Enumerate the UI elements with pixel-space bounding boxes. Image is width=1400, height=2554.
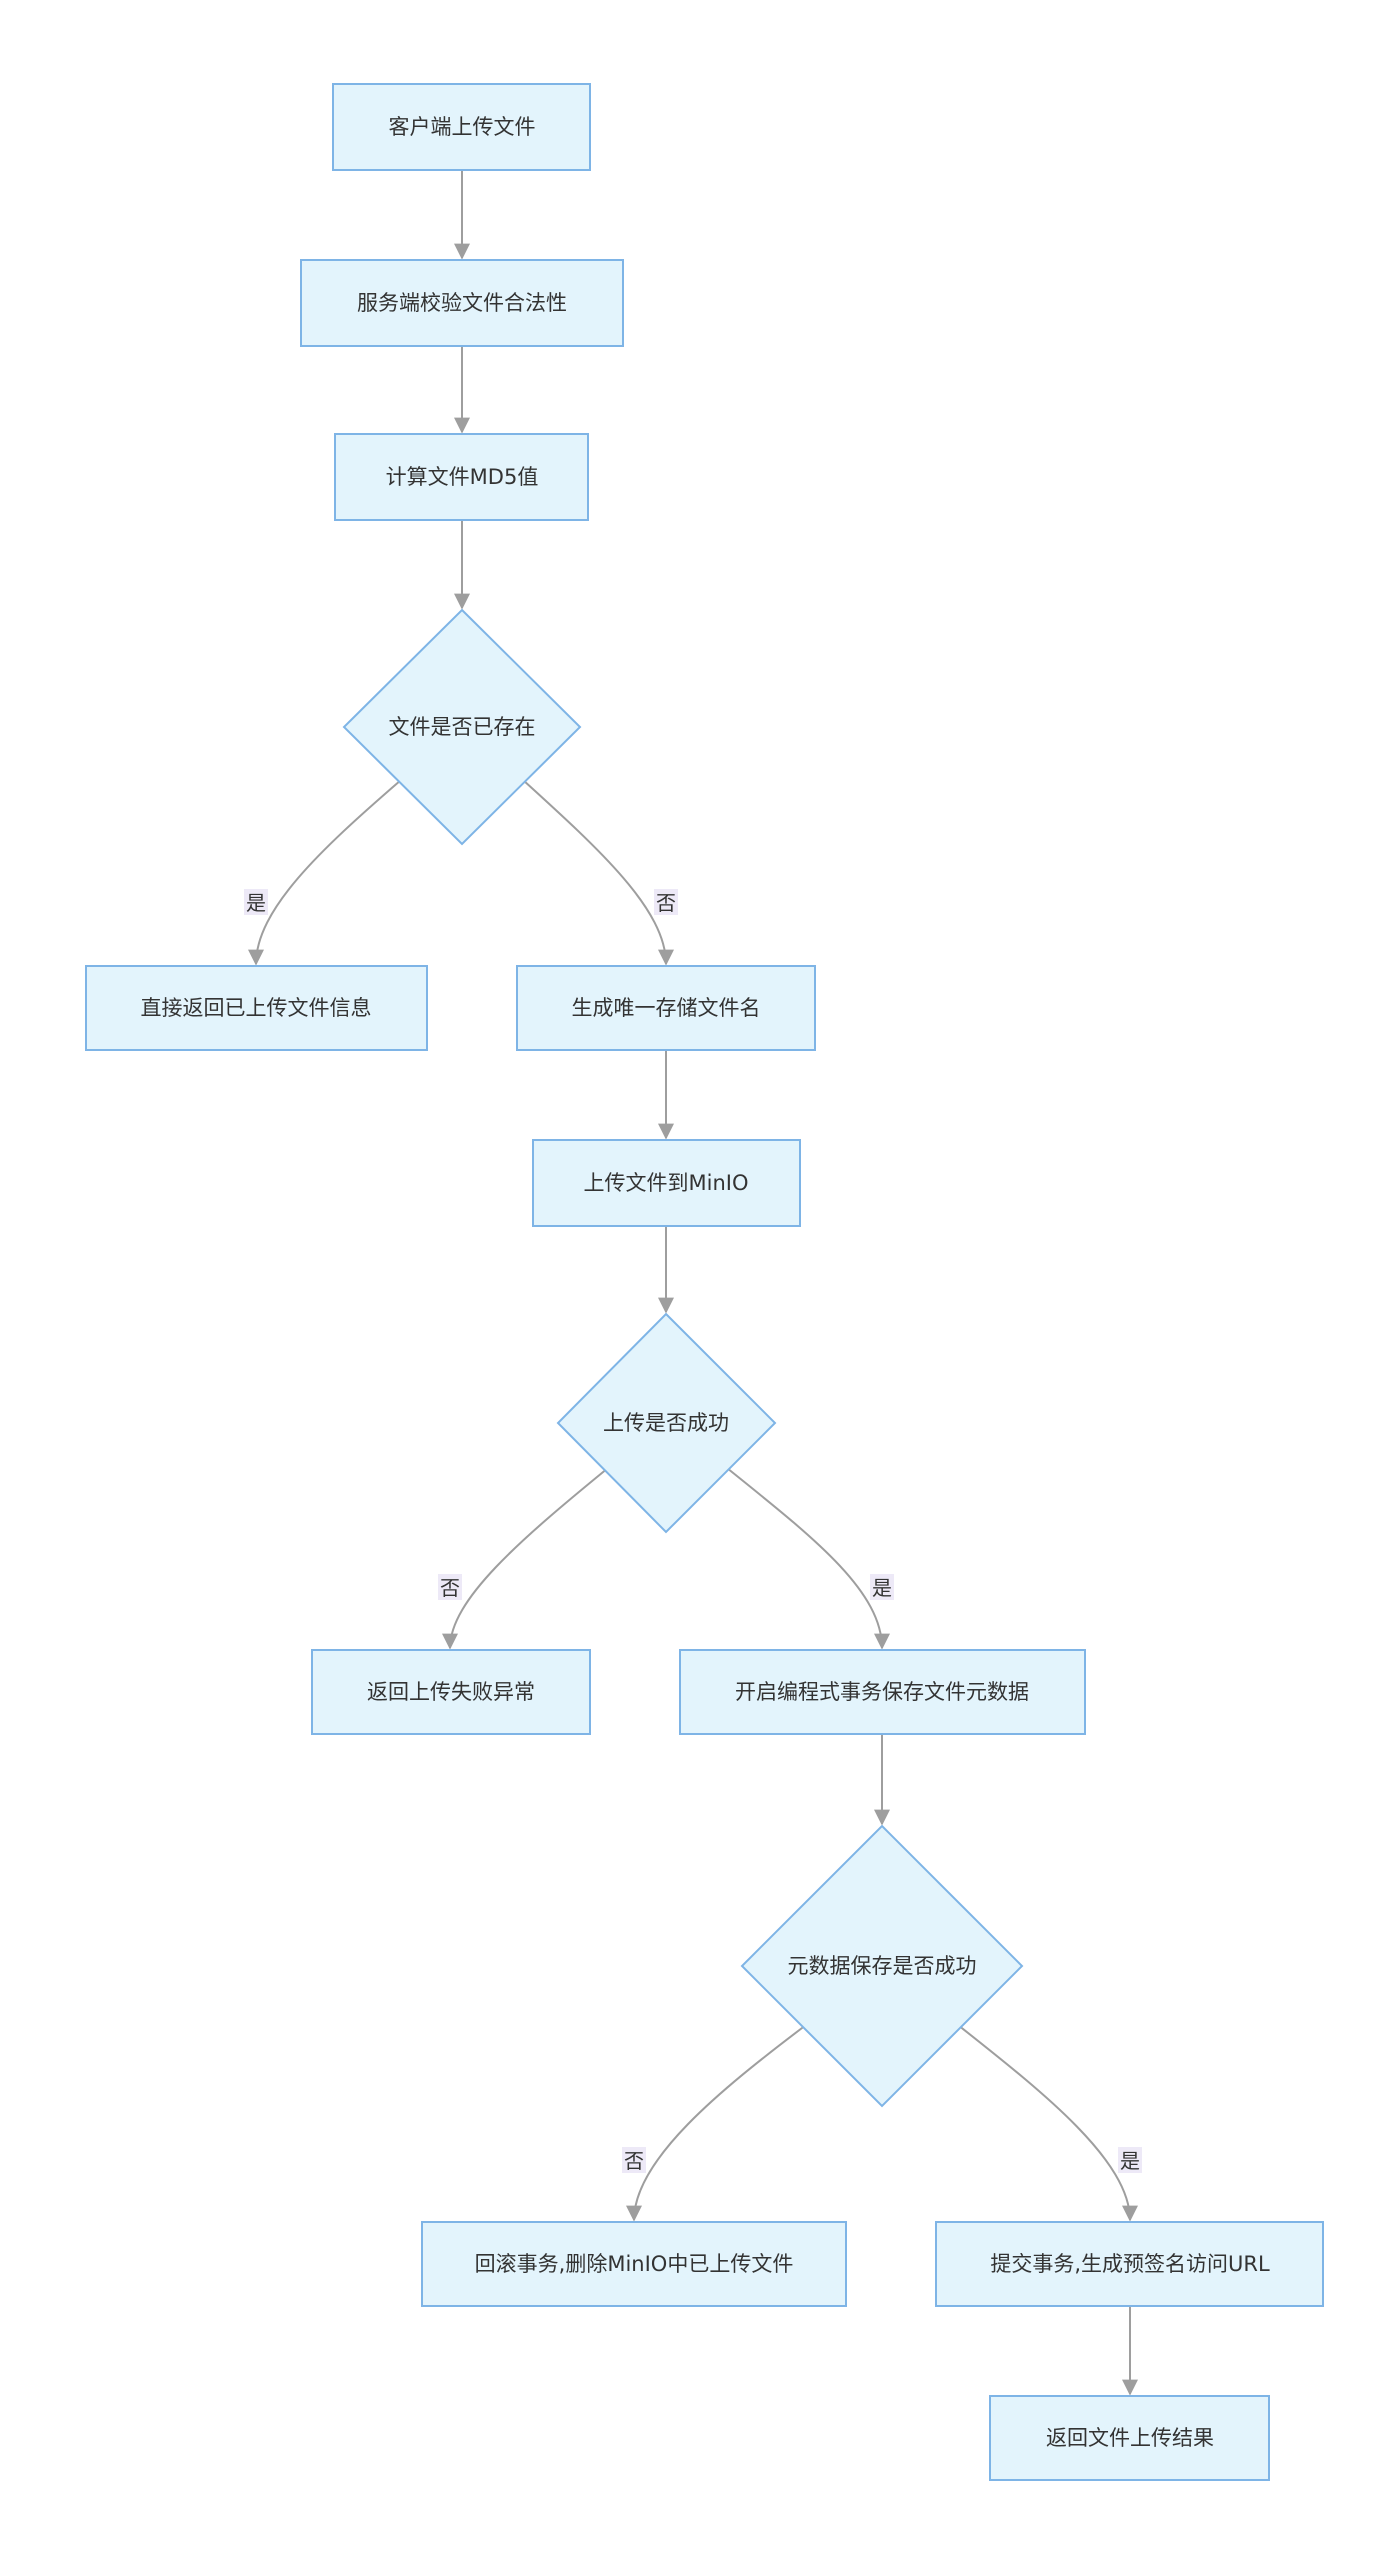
- edge-meta-no: [626, 2024, 807, 2222]
- node-compute-md5: 计算文件MD5值: [334, 433, 589, 521]
- svg-text:计算文件MD5值: 计算文件MD5值: [386, 465, 539, 489]
- svg-text:上传文件到MinIO: 上传文件到MinIO: [584, 1171, 749, 1195]
- svg-text:回滚事务,删除MinIO中已上传文件: 回滚事务,删除MinIO中已上传文件: [475, 2252, 794, 2276]
- decision-upload-success: 上传是否成功: [556, 1312, 777, 1534]
- node-return-existing: 直接返回已上传文件信息: [85, 965, 428, 1051]
- decision-meta-success: 元数据保存是否成功: [740, 1824, 1024, 2108]
- node-return-result: 返回文件上传结果: [989, 2395, 1270, 2481]
- svg-text:客户端上传文件: 客户端上传文件: [389, 115, 536, 139]
- edge-label-meta-yes: 是: [1118, 2147, 1142, 2173]
- svg-text:服务端校验文件合法性: 服务端校验文件合法性: [357, 291, 567, 315]
- svg-text:是: 是: [872, 1576, 892, 1600]
- edges: [248, 170, 1138, 2396]
- edge-label-upload-no: 否: [438, 1574, 462, 1600]
- svg-text:生成唯一存储文件名: 生成唯一存储文件名: [572, 996, 761, 1020]
- nodes: 客户端上传文件 服务端校验文件合法性 计算文件MD5值 文件是否已存在 直接返回…: [85, 83, 1324, 2481]
- edge-exists-yes: [248, 779, 402, 966]
- node-commit: 提交事务,生成预签名访问URL: [935, 2221, 1324, 2307]
- svg-text:提交事务,生成预签名访问URL: 提交事务,生成预签名访问URL: [990, 2252, 1270, 2276]
- edge-label-meta-no: 否: [622, 2147, 646, 2173]
- svg-text:否: 否: [440, 1576, 460, 1600]
- edge-label-upload-yes: 是: [870, 1574, 894, 1600]
- svg-text:上传是否成功: 上传是否成功: [603, 1411, 729, 1435]
- edge-upload-no: [442, 1467, 609, 1650]
- svg-text:开启编程式事务保存文件元数据: 开启编程式事务保存文件元数据: [735, 1680, 1029, 1704]
- svg-text:元数据保存是否成功: 元数据保存是否成功: [788, 1954, 977, 1978]
- edge-label-exists-yes: 是: [244, 889, 268, 915]
- edge-meta-yes: [957, 2024, 1138, 2222]
- node-server-validate: 服务端校验文件合法性: [300, 259, 624, 347]
- edge-label-exists-no: 否: [654, 889, 678, 915]
- svg-text:文件是否已存在: 文件是否已存在: [389, 715, 536, 739]
- svg-text:否: 否: [624, 2149, 644, 2173]
- edge-upload-yes: [726, 1467, 890, 1650]
- svg-text:是: 是: [246, 891, 266, 915]
- node-start-transaction: 开启编程式事务保存文件元数据: [679, 1649, 1086, 1735]
- edge-labels: 是 否 否 是 否 是: [244, 889, 1142, 2173]
- node-gen-name: 生成唯一存储文件名: [516, 965, 816, 1051]
- svg-text:返回文件上传结果: 返回文件上传结果: [1046, 2426, 1214, 2450]
- node-return-fail: 返回上传失败异常: [311, 1649, 591, 1735]
- node-client-upload: 客户端上传文件: [332, 83, 591, 171]
- edge-exists-no: [522, 779, 674, 966]
- svg-text:是: 是: [1120, 2149, 1140, 2173]
- node-rollback: 回滚事务,删除MinIO中已上传文件: [421, 2221, 847, 2307]
- svg-text:否: 否: [656, 891, 676, 915]
- decision-file-exists: 文件是否已存在: [342, 608, 582, 846]
- svg-text:返回上传失败异常: 返回上传失败异常: [367, 1680, 535, 1704]
- svg-text:直接返回已上传文件信息: 直接返回已上传文件信息: [141, 996, 372, 1020]
- node-upload-minio: 上传文件到MinIO: [532, 1139, 801, 1227]
